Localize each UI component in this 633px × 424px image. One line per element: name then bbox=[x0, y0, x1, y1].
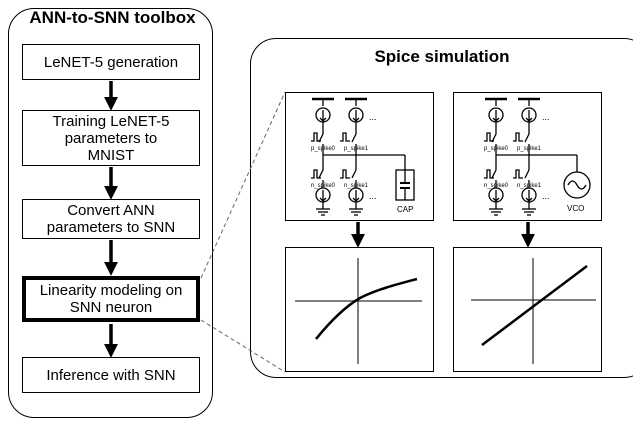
vco-load-label: VCO bbox=[567, 204, 584, 213]
spice-title: Spice simulation bbox=[374, 47, 510, 66]
cap-load-label: CAP bbox=[397, 205, 413, 214]
step-inference: Inference with SNN bbox=[22, 357, 200, 393]
cap-n-label-b: n_spike1 bbox=[344, 183, 369, 189]
cap-n-label-a: n_spike0 bbox=[311, 183, 336, 189]
zoom-connector-bottom bbox=[200, 319, 286, 373]
vco-circuit-schematic bbox=[484, 97, 591, 216]
cap-p-label-a: p_spike0 bbox=[311, 146, 336, 152]
vco-transfer-line bbox=[481, 265, 588, 346]
vco-ellipsis-bottom: ... bbox=[542, 191, 550, 201]
vco-ellipsis-top: ... bbox=[542, 112, 550, 122]
cap-p-label-b: p_spike1 bbox=[344, 146, 369, 152]
vco-p-label-a: p_spike0 bbox=[484, 146, 509, 152]
cap-circuit-schematic bbox=[311, 97, 415, 216]
cap-ellipsis-top: ... bbox=[369, 112, 377, 122]
vco-n-label-b: n_spike1 bbox=[517, 183, 542, 189]
step-linearity-modeling: Linearity modeling on SNN neuron bbox=[22, 276, 200, 322]
vco-n-label-a: n_spike0 bbox=[484, 183, 509, 189]
zoom-connector-top bbox=[200, 91, 286, 279]
toolbox-title: ANN-to-SNN toolbox bbox=[29, 8, 196, 27]
cap-ellipsis-bottom: ... bbox=[369, 191, 377, 201]
step-lenet-generation: LeNET-5 generation bbox=[22, 44, 200, 80]
step-convert: Convert ANN parameters to SNN bbox=[22, 199, 200, 239]
vco-p-label-b: p_spike1 bbox=[517, 146, 542, 152]
spice-panel bbox=[250, 38, 633, 378]
vco-plot bbox=[471, 258, 596, 364]
cap-transfer-curve bbox=[315, 277, 418, 340]
toolbox-panel bbox=[8, 8, 213, 418]
cap-plot bbox=[295, 258, 422, 364]
